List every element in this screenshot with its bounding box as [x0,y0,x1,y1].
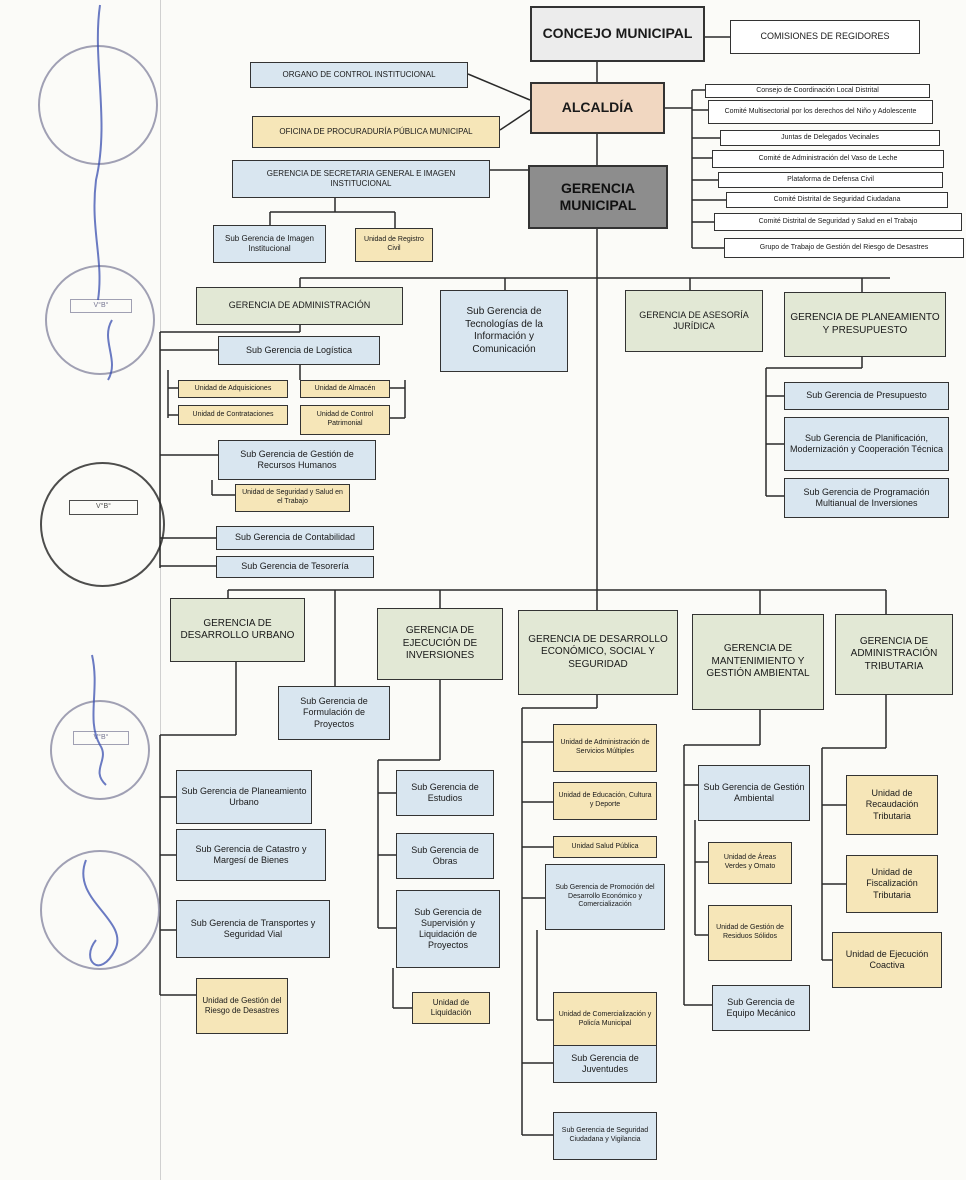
gerencia-municipal-box: GERENCIA MUNICIPAL [528,165,668,229]
official-seal-4: V°B° [50,700,150,800]
ejecucion-coactiva-box: Unidad de Ejecución Coactiva [832,932,942,988]
procuraduria-box: OFICINA DE PROCURADURÍA PÚBLICA MUNICIPA… [252,116,500,148]
sg-rrhh-box: Sub Gerencia de Gestión de Recursos Huma… [218,440,376,480]
sg-supervision-box: Sub Gerencia de Supervisión y Liquidació… [396,890,500,968]
sg-tesoreria-box: Sub Gerencia de Tesorería [216,556,374,578]
sg-planificacion-box: Sub Gerencia de Planificación, Moderniza… [784,417,949,471]
comisiones-regidores-box: COMISIONES DE REGIDORES [730,20,920,54]
comite-box-2: Comité Multisectorial por los derechos d… [708,100,933,124]
comite-box-8: Grupo de Trabajo de Gestión del Riesgo d… [724,238,964,258]
riesgo-desastres-box: Unidad de Gestión del Riesgo de Desastre… [196,978,288,1034]
adquisiciones-box: Unidad de Adquisiciones [178,380,288,398]
sg-gestion-ambiental-box: Sub Gerencia de Gestión Ambiental [698,765,810,821]
sg-tecnologias-box: Sub Gerencia de Tecnologías de la Inform… [440,290,568,372]
organo-control-box: ORGANO DE CONTROL INSTITUCIONAL [250,62,468,88]
control-patrimonial-box: Unidad de Control Patrimonial [300,405,390,435]
sg-transportes-box: Sub Gerencia de Transportes y Seguridad … [176,900,330,958]
servicios-multiples-box: Unidad de Administración de Servicios Mú… [553,724,657,772]
official-seal-1 [38,45,158,165]
fiscalizacion-box: Unidad de Fiscalización Tributaria [846,855,938,913]
sg-formulacion-box: Sub Gerencia de Formulación de Proyectos [278,686,390,740]
comite-box-5: Plataforma de Defensa Civil [718,172,943,188]
sg-obras-box: Sub Gerencia de Obras [396,833,494,879]
official-seal-3: V°B° [40,462,165,587]
gerencia-planeamiento-box: GERENCIA DE PLANEAMIENTO Y PRESUPUESTO [784,292,946,357]
comite-box-1: Consejo de Coordinación Local Distrital [705,84,930,98]
gerencia-desarrollo-economico-box: GERENCIA DE DESARROLLO ECONÓMICO, SOCIAL… [518,610,678,695]
sg-estudios-box: Sub Gerencia de Estudios [396,770,494,816]
sg-catastro-box: Sub Gerencia de Catastro y Margesí de Bi… [176,829,326,881]
gerencia-mantenimiento-box: GERENCIA DE MANTENIMIENTO Y GESTIÓN AMBI… [692,614,824,710]
seguridad-trabajo-box: Unidad de Seguridad y Salud en el Trabaj… [235,484,350,512]
gerencia-desarrollo-urbano-box: GERENCIA DE DESARROLLO URBANO [170,598,305,662]
residuos-solidos-box: Unidad de Gestión de Residuos Sólidos [708,905,792,961]
areas-verdes-box: Unidad de Áreas Verdes y Ornato [708,842,792,884]
secretaria-general-box: GERENCIA DE SECRETARIA GENERAL E IMAGEN … [232,160,490,198]
sg-promocion-box: Sub Gerencia de Promoción del Desarrollo… [545,864,665,930]
comite-box-3: Juntas de Delegados Vecinales [720,130,940,146]
concejo-municipal-box: CONCEJO MUNICIPAL [530,6,705,62]
almacen-box: Unidad de Almacén [300,380,390,398]
sg-presupuesto-box: Sub Gerencia de Presupuesto [784,382,949,410]
recaudacion-box: Unidad de Recaudación Tributaria [846,775,938,835]
sg-planeamiento-urbano-box: Sub Gerencia de Planeamiento Urbano [176,770,312,824]
sg-contabilidad-box: Sub Gerencia de Contabilidad [216,526,374,550]
sg-imagen-box: Sub Gerencia de Imagen Institucional [213,225,326,263]
sg-logistica-box: Sub Gerencia de Logística [218,336,380,365]
salud-publica-box: Unidad Salud Pública [553,836,657,858]
sg-programacion-box: Sub Gerencia de Programación Multianual … [784,478,949,518]
sg-seguridad-ciudadana-box: Sub Gerencia de Seguridad Ciudadana y Vi… [553,1112,657,1160]
comite-box-6: Comité Distrital de Seguridad Ciudadana [726,192,948,208]
gerencia-asesoria-box: GERENCIA DE ASESORÍA JURÍDICA [625,290,763,352]
sg-juventudes-box: Sub Gerencia de Juventudes [553,1045,657,1083]
comite-box-4: Comité de Administración del Vaso de Lec… [712,150,944,168]
gerencia-tributaria-box: GERENCIA DE ADMINISTRACIÓN TRIBUTARIA [835,614,953,695]
gerencia-administracion-box: GERENCIA DE ADMINISTRACIÓN [196,287,403,325]
registro-civil-box: Unidad de Registro Civil [355,228,433,262]
official-seal-5 [40,850,160,970]
liquidacion-box: Unidad de Liquidación [412,992,490,1024]
alcaldia-box: ALCALDÍA [530,82,665,134]
official-seal-2: V°B° [45,265,155,375]
page-margin-line [160,0,161,1180]
comercializacion-box: Unidad de Comercialización y Policía Mun… [553,992,657,1048]
educacion-box: Unidad de Educación, Cultura y Deporte [553,782,657,820]
contrataciones-box: Unidad de Contrataciones [178,405,288,425]
gerencia-ejecucion-inversiones-box: GERENCIA DE EJECUCIÓN DE INVERSIONES [377,608,503,680]
comite-box-7: Comité Distrital de Seguridad y Salud en… [714,213,962,231]
sg-equipo-mecanico-box: Sub Gerencia de Equipo Mecánico [712,985,810,1031]
